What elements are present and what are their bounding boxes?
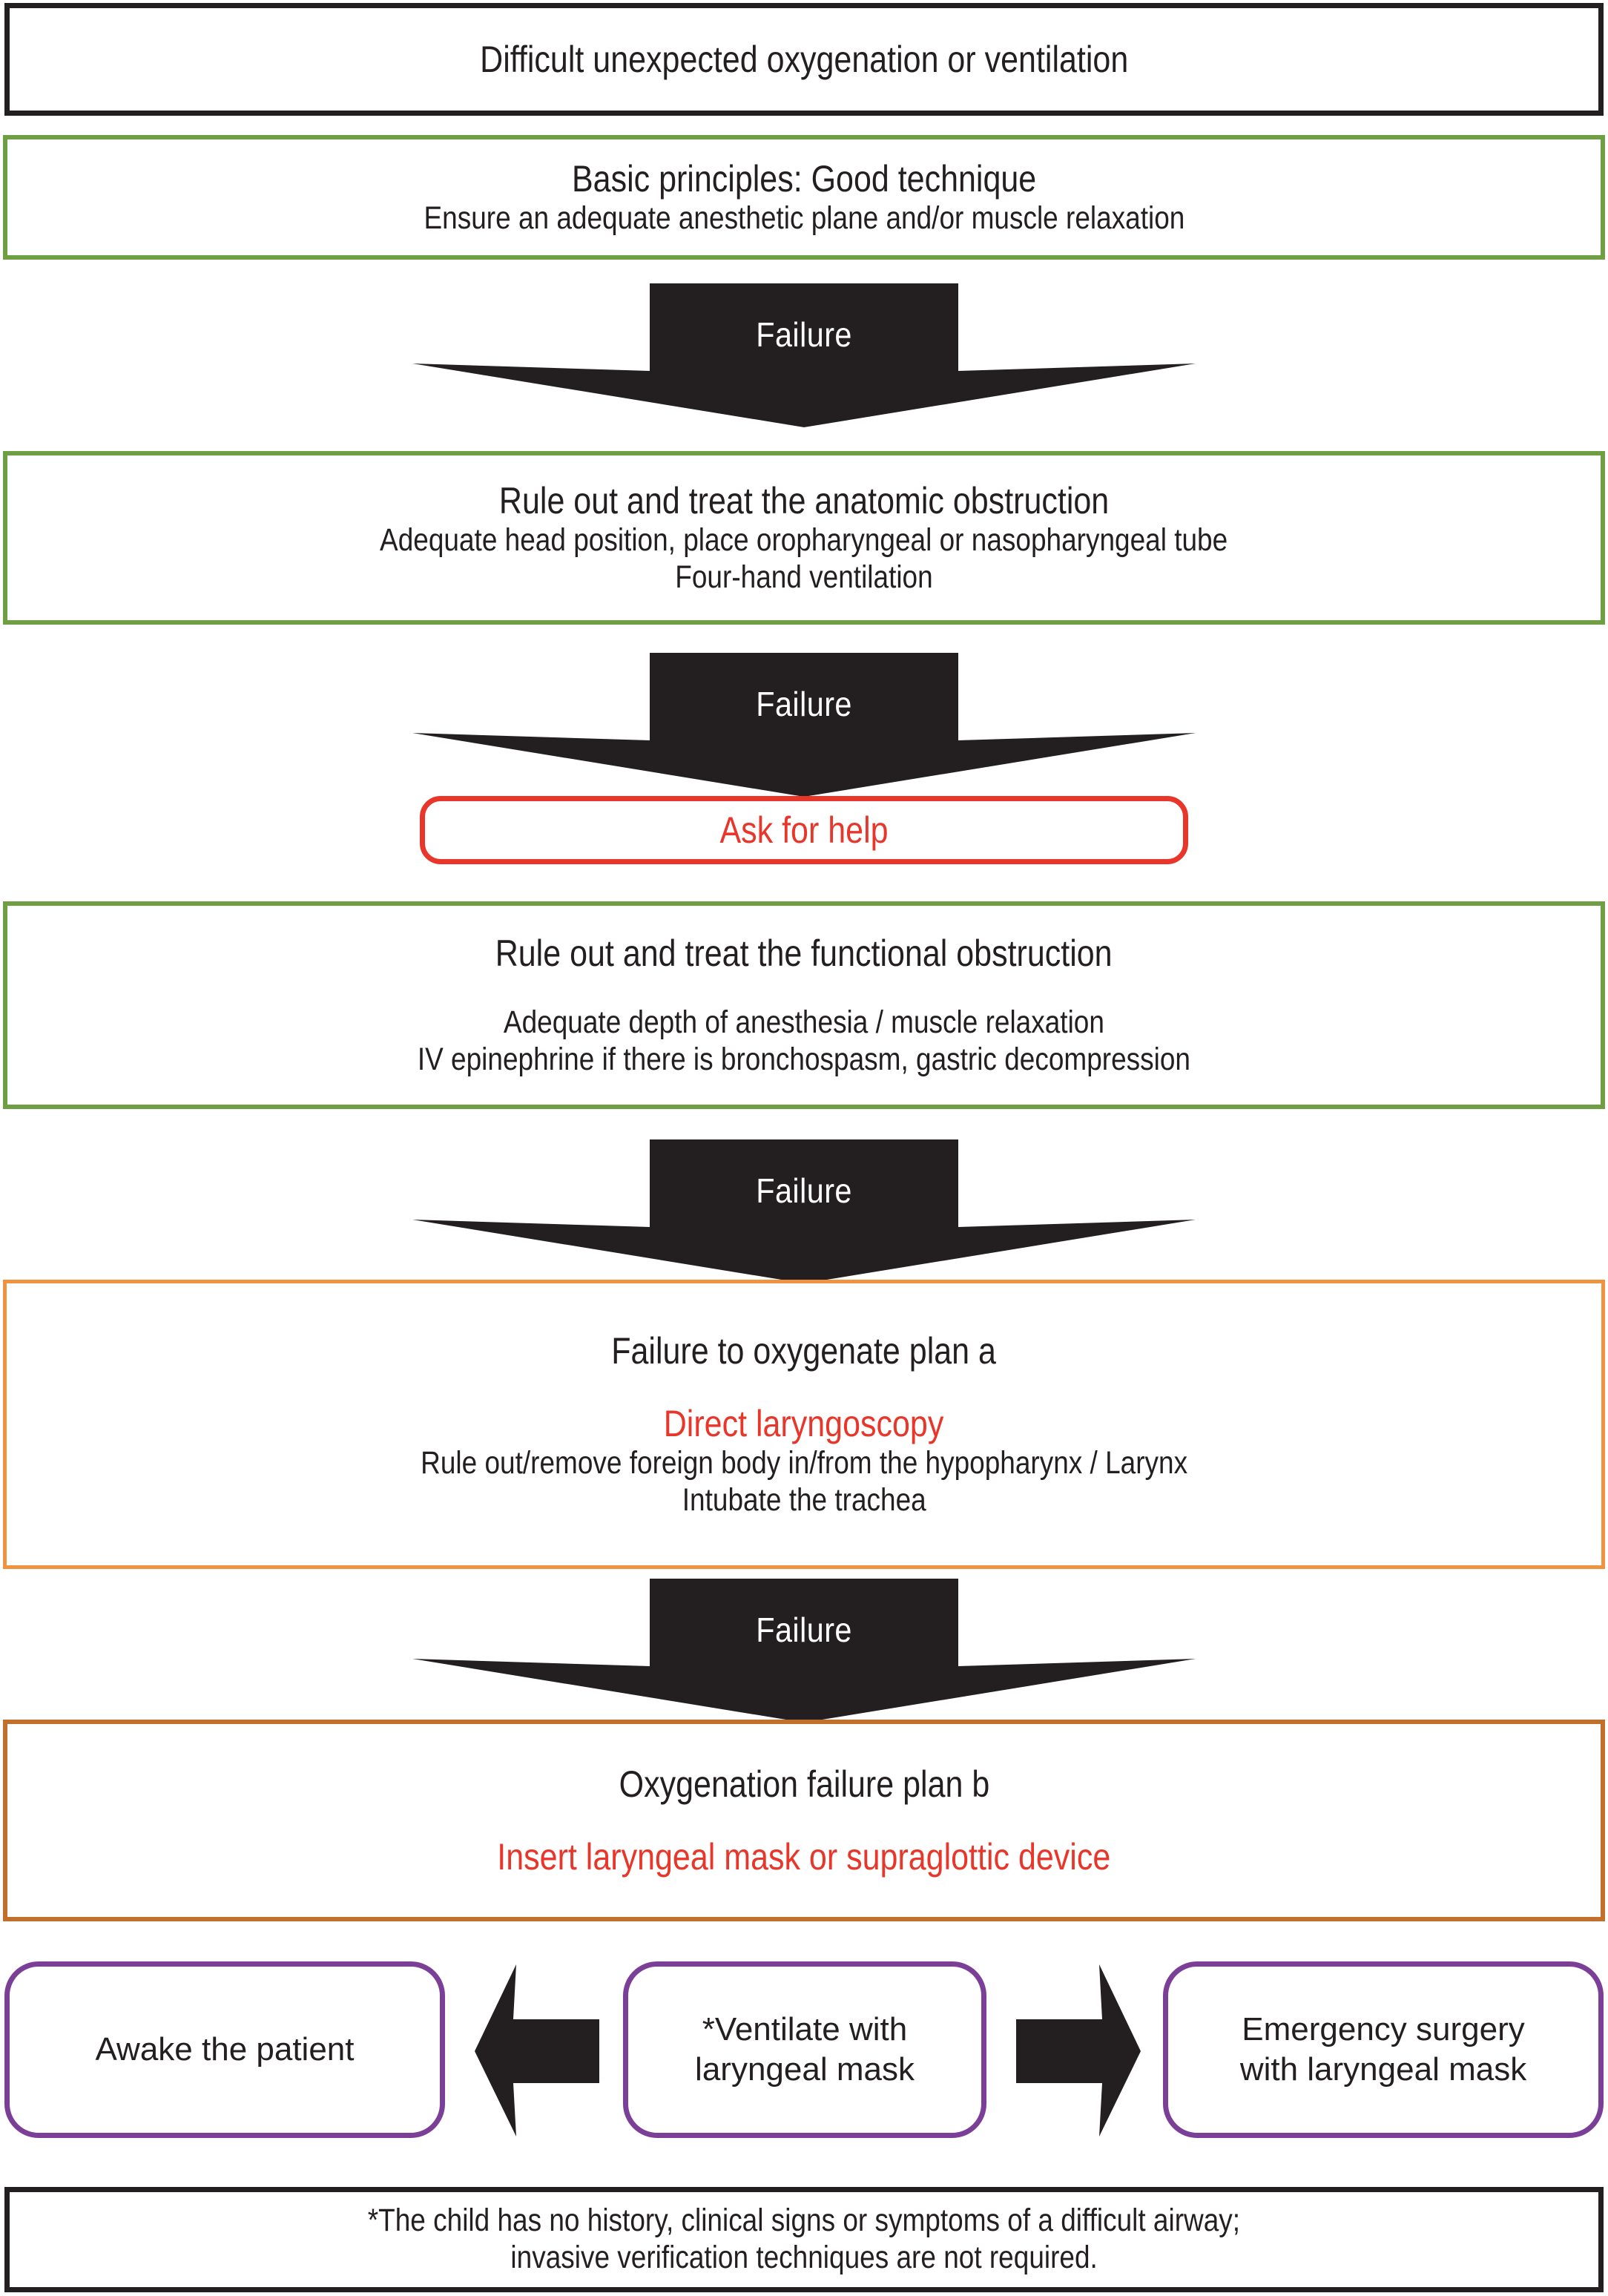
plan-b-highlight: Insert laryngeal mask or supraglottic de… [497, 1836, 1111, 1878]
node-emergency-surgery: Emergency surgery with laryngeal mask [1163, 1961, 1604, 2138]
node-plan-a: Failure to oxygenate plan a Direct laryn… [3, 1280, 1605, 1569]
node-plan-b: Oxygenation failure plan b Insert laryng… [3, 1720, 1605, 1921]
node-anatomic-obstruction: Rule out and treat the anatomic obstruct… [3, 451, 1605, 625]
arrow-failure-1: Failure [412, 283, 1196, 427]
functional-obstruction-title: Rule out and treat the functional obstru… [495, 932, 1113, 975]
emergency-line-2: with laryngeal mask [1239, 2051, 1527, 2088]
ventilate-line-2: laryngeal mask [695, 2051, 915, 2088]
emergency-line-1: Emergency surgery [1242, 2011, 1525, 2048]
node-functional-obstruction: Rule out and treat the functional obstru… [3, 901, 1605, 1109]
node-footnote: *The child has no history, clinical sign… [4, 2187, 1604, 2292]
start-title: Difficult unexpected oxygenation or vent… [479, 39, 1129, 80]
ask-for-help-title: Ask for help [719, 809, 889, 851]
node-awake-the-patient: Awake the patient [4, 1961, 445, 2138]
node-basic-principles: Basic principles: Good technique Ensure … [3, 135, 1605, 260]
plan-a-highlight: Direct laryngoscopy [664, 1403, 944, 1445]
plan-a-body-1: Rule out/remove foreign body in/from the… [421, 1445, 1187, 1481]
node-ventilate-with-laryngeal-mask: *Ventilate with laryngeal mask [623, 1961, 986, 2138]
plan-a-body-2: Intubate the trachea [682, 1482, 926, 1518]
footnote-line-2: invasive verification techniques are not… [510, 2240, 1098, 2275]
plan-b-title: Oxygenation failure plan b [619, 1763, 989, 1805]
arrow-failure-1-shape [412, 283, 1196, 427]
basic-principles-title: Basic principles: Good technique [571, 158, 1037, 200]
arrow-failure-1-label: Failure [756, 315, 852, 354]
arrow-to-emergency [1016, 1964, 1141, 2137]
ventilate-line-1: *Ventilate with [702, 2011, 908, 2048]
arrow-failure-3-label: Failure [756, 1171, 852, 1210]
arrow-failure-4-shape [412, 1579, 1196, 1723]
arrow-to-awake [475, 1964, 599, 2137]
arrow-failure-2-shape [412, 653, 1196, 797]
basic-principles-body-1: Ensure an adequate anesthetic plane and/… [424, 200, 1184, 237]
plan-a-title: Failure to oxygenate plan a [611, 1330, 997, 1372]
arrow-failure-3: Failure [412, 1139, 1196, 1283]
arrow-to-emergency-shape [1016, 1964, 1141, 2137]
arrow-failure-4-label: Failure [756, 1611, 852, 1649]
arrow-failure-2-label: Failure [756, 685, 852, 723]
arrow-failure-3-shape [412, 1139, 1196, 1283]
node-start: Difficult unexpected oxygenation or vent… [4, 3, 1604, 116]
arrow-to-awake-shape [475, 1964, 599, 2137]
anatomic-obstruction-title: Rule out and treat the anatomic obstruct… [498, 480, 1110, 522]
node-ask-for-help: Ask for help [420, 796, 1188, 864]
anatomic-obstruction-body-2: Four-hand ventilation [675, 559, 933, 595]
awake-line-1: Awake the patient [95, 2031, 355, 2068]
anatomic-obstruction-body-1: Adequate head position, place oropharyng… [380, 522, 1228, 559]
functional-obstruction-body-2: IV epinephrine if there is bronchospasm,… [417, 1042, 1191, 1077]
footnote-line-1: *The child has no history, clinical sign… [367, 2203, 1241, 2239]
arrow-failure-4: Failure [412, 1579, 1196, 1723]
arrow-failure-2: Failure [412, 653, 1196, 797]
functional-obstruction-body-1: Adequate depth of anesthesia / muscle re… [504, 1004, 1104, 1041]
